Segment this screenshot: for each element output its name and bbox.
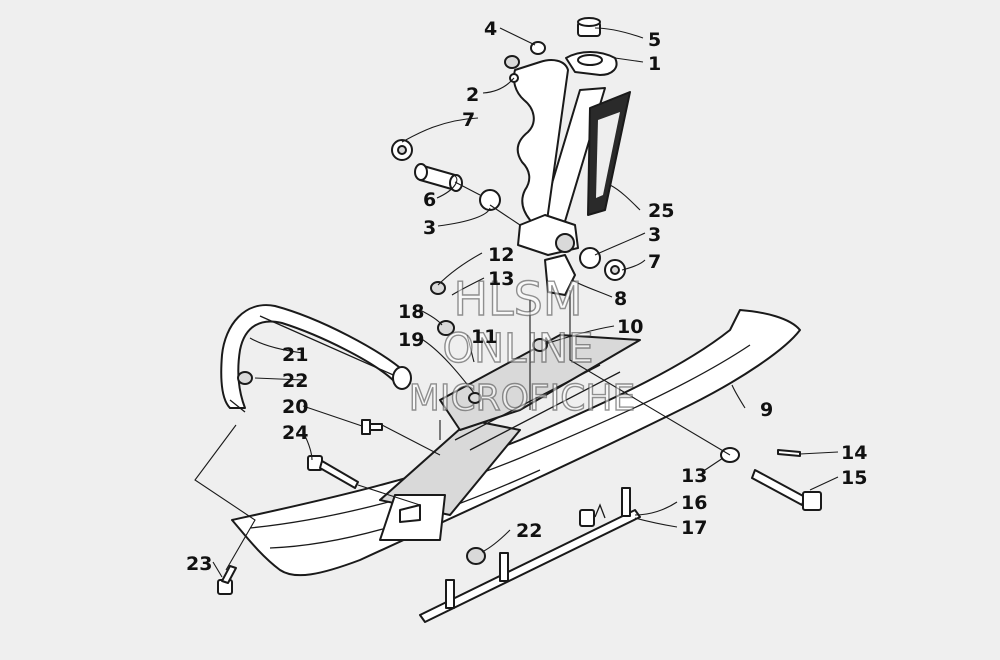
stud-part — [621, 487, 631, 517]
callout-15: 15 — [841, 467, 867, 489]
callout-10: 10 — [617, 316, 643, 338]
callout-labels: 4 5 1 2 7 6 3 25 3 7 8 12 13 10 11 18 19… — [186, 18, 867, 575]
callout-14: 14 — [841, 442, 867, 464]
callout-4: 4 — [484, 18, 497, 40]
callout-8: 8 — [614, 288, 627, 310]
bushing-part — [604, 259, 626, 281]
callout-16: 16 — [681, 492, 707, 514]
callout-20: 20 — [282, 396, 308, 418]
watermark-line-1: HLSM — [453, 272, 582, 326]
cotter-pin-part — [777, 449, 801, 457]
nut-part — [237, 371, 253, 385]
screw-part — [361, 419, 383, 435]
callout-24: 24 — [282, 422, 308, 444]
ski-loop-part — [220, 304, 412, 413]
stop-block-part — [544, 254, 576, 296]
nut-part — [466, 547, 486, 565]
sleeve-part — [414, 163, 463, 192]
callout-25: 25 — [648, 200, 674, 222]
callout-9: 9 — [760, 399, 773, 421]
callout-7-right: 7 — [648, 251, 661, 273]
bushing-part — [479, 189, 501, 211]
wear-bar-part — [419, 503, 641, 623]
stud-part — [499, 552, 509, 582]
callout-6: 6 — [423, 189, 436, 211]
spindle-part — [512, 51, 631, 256]
callout-17: 17 — [681, 517, 707, 539]
nut-part — [468, 392, 482, 404]
cap-part — [577, 17, 601, 37]
stud-part — [445, 579, 455, 609]
callout-18: 18 — [398, 301, 424, 323]
callout-leaders — [212, 27, 839, 578]
watermark-line-3: MICROFICHE — [409, 378, 635, 419]
callout-22-upper: 22 — [282, 370, 308, 392]
watermark-line-2: ONLINE — [443, 326, 594, 372]
callout-19: 19 — [398, 329, 424, 351]
nut-part — [532, 338, 548, 352]
callout-23: 23 — [186, 553, 212, 575]
callout-3-left: 3 — [423, 217, 436, 239]
bolt-part — [217, 565, 237, 595]
watermark: HLSM ONLINE MICROFICHE — [408, 271, 636, 419]
callout-11: 11 — [471, 326, 497, 348]
bolt-part — [307, 455, 359, 489]
nut-part — [504, 55, 520, 69]
nut-part — [430, 281, 446, 295]
bushing-part — [391, 139, 413, 161]
callout-5: 5 — [648, 29, 661, 51]
axle-bolt-part — [751, 469, 822, 511]
callout-1: 1 — [648, 53, 661, 75]
callout-13-top: 13 — [488, 268, 514, 290]
callout-13-right: 13 — [681, 465, 707, 487]
bushing-part — [579, 247, 601, 269]
callout-2: 2 — [466, 84, 479, 106]
callout-22-lower: 22 — [516, 520, 542, 542]
callout-7-top: 7 — [462, 109, 475, 131]
callout-12: 12 — [488, 244, 514, 266]
assembly-lines — [194, 181, 731, 571]
callout-3-right: 3 — [648, 224, 661, 246]
callout-21: 21 — [282, 344, 308, 366]
